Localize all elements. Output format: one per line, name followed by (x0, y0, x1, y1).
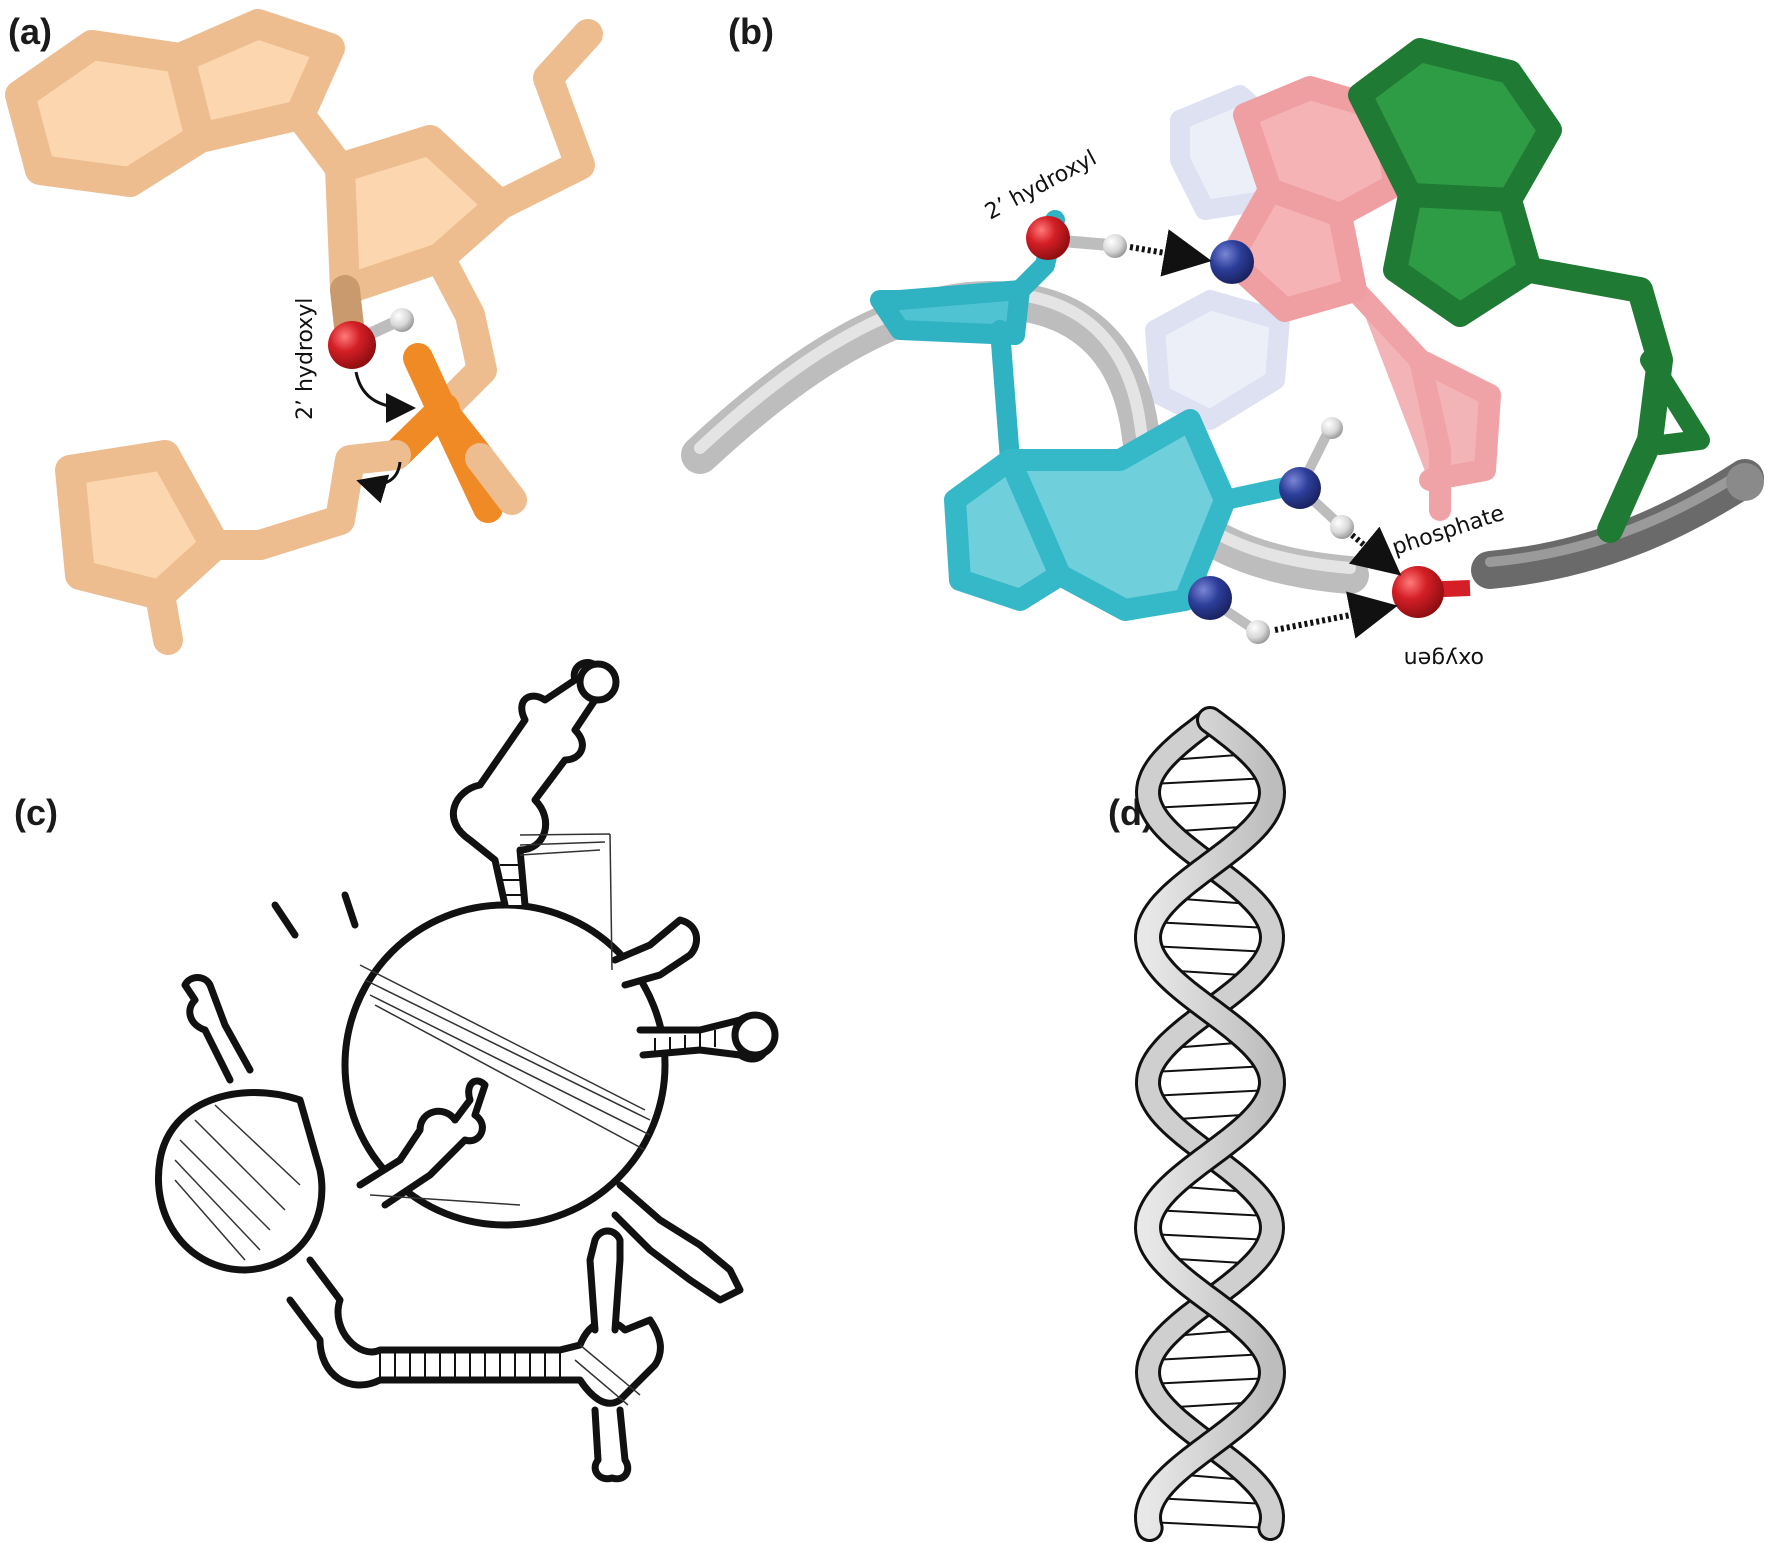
attack-arrow-a (354, 371, 416, 423)
base-pair-rung (1151, 1065, 1269, 1073)
panel-a-molecule (5, 9, 603, 655)
base-pair-lines (174, 833, 651, 1406)
panel-b-label: (b) (728, 11, 774, 52)
strand-5-prime (271, 901, 299, 939)
nitrogen-amine-b (1279, 467, 1321, 509)
helix-strand-back-fill (1137, 710, 1283, 1538)
hbond-arrow-1 (1129, 229, 1212, 277)
hbond-arrow-2 (1348, 526, 1402, 576)
lower-right-stem (611, 1181, 744, 1304)
base-pair-rung (1153, 1497, 1267, 1505)
annotation-2-hydroxyl-b: 2’ hydroxyl (981, 146, 1101, 226)
backbone-tube-dark (1471, 459, 1764, 589)
base-pair-rung (1148, 1377, 1272, 1385)
hbond-arrow-3 (1274, 591, 1398, 639)
panel-c: (c) (14, 659, 779, 1483)
phosphate-oxygen-b (1392, 566, 1444, 618)
sugar-ring-a (325, 125, 515, 305)
panel-c-label: (c) (14, 792, 58, 833)
chain-a-top (485, 19, 603, 220)
strand-3-prime (341, 891, 359, 929)
hydrogen-b2 (1321, 417, 1343, 439)
p-bonds-a-ext (465, 443, 527, 515)
helix-strand-front-fill (1136, 709, 1284, 1539)
nitrogen-pink-b (1210, 240, 1254, 284)
panel-b: (b) (681, 11, 1764, 671)
nitrogen-ring-b (1188, 576, 1232, 620)
hydrogen-b4 (1246, 620, 1270, 644)
annotation-oxygen-b: oxygen (1404, 646, 1484, 671)
oxygen-hydroxyl-b (1026, 216, 1070, 260)
base-pair-rung (1148, 1089, 1272, 1097)
hydrogen-b3 (1330, 515, 1354, 539)
hydrogen-atom-a (390, 308, 414, 332)
faint-base-mid (1145, 290, 1290, 430)
p-ester-a (245, 440, 411, 560)
phosphorus-atom-a (424, 392, 460, 428)
right-stem-1 (611, 916, 700, 989)
base-pair-rung (1152, 1353, 1268, 1361)
bottom-hairpin-stem-2 (591, 1406, 632, 1483)
panel-a-label: (a) (8, 11, 52, 52)
backbone-tube-dark-hi (1485, 466, 1750, 567)
base-pair-rung (1149, 801, 1271, 809)
rna-secondary-structure (155, 659, 779, 1483)
base-pair-rung (1150, 777, 1270, 785)
chain-a-to-p (425, 243, 497, 425)
bottom-hairpin-stem (586, 1227, 624, 1334)
p-bonds-a (381, 343, 503, 523)
top-hairpin-loop (576, 660, 620, 704)
base-pair-rung (1151, 921, 1269, 929)
leaving-arrow-a (356, 461, 402, 504)
pink-base (1218, 76, 1501, 521)
chain-a-bottom (145, 530, 275, 655)
base-pair-rung (1148, 945, 1272, 953)
backbone-tube-end (1726, 463, 1764, 501)
annotation-2-hydroxyl-a: 2’ hydroxyl (293, 298, 318, 420)
inner-stem (356, 1077, 489, 1209)
hydrogen-b1 (1103, 234, 1127, 258)
right-hairpin-loop (731, 1011, 779, 1059)
panel-d: (d) (1108, 706, 1287, 1542)
panel-a: (a) (5, 9, 603, 655)
base-pair-rung (1148, 1233, 1272, 1241)
left-loop (155, 1089, 326, 1274)
oxygen-atom-a (328, 321, 376, 369)
bottom-stem (286, 1256, 664, 1407)
stem-rungs (379, 864, 716, 1378)
top-stem (449, 659, 604, 909)
sugar-ring-a-bottom (55, 440, 230, 610)
left-top-hairpin (181, 974, 254, 1084)
cyan-nucleotide (870, 210, 1305, 621)
base-pair-rung (1148, 1521, 1272, 1529)
base-pair-rung (1152, 1209, 1268, 1217)
green-base (1348, 38, 1710, 543)
